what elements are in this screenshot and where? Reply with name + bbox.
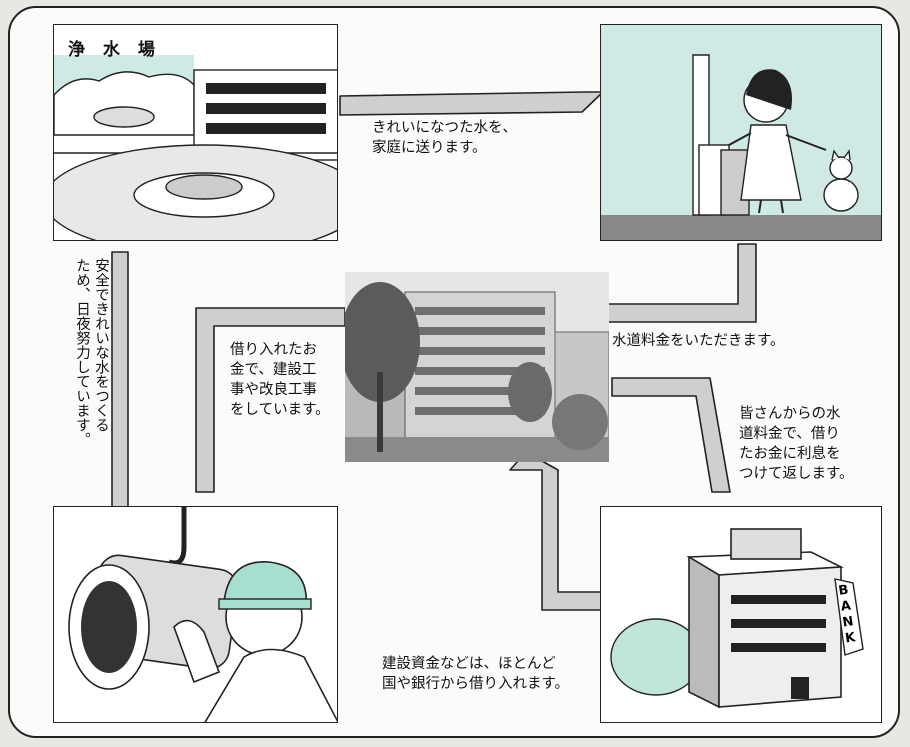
household-illustration xyxy=(601,25,881,240)
bank-panel: B A N K xyxy=(600,506,882,723)
office-building-photo xyxy=(345,272,609,462)
arrow-water-fee xyxy=(602,243,757,323)
bank-illustration xyxy=(610,528,864,709)
waterworks-office-photo xyxy=(345,272,609,462)
caption-water-fee: 水道料金をいただきます。 xyxy=(612,333,785,349)
arrow-safe-water xyxy=(111,251,129,509)
purification-plant-illustration xyxy=(54,55,337,240)
arrow-to-bank xyxy=(611,377,731,493)
caption-borrow: 建設資金などは、ほとんど 国や銀行から借り入れます。 xyxy=(382,656,570,692)
household-panel xyxy=(600,24,882,241)
caption-repay: 皆さんからの水 道料金で、借り たお金に利息を つけて返します。 xyxy=(739,406,854,482)
caption-safe-water: 安全できれいな水をつくる ため、日夜努力しています。 xyxy=(74,258,109,447)
construction-worker-illustration xyxy=(68,507,337,722)
bank-sign-letter: K xyxy=(844,630,857,647)
caption-send-water: きれいになつた水を、 家庭に送ります。 xyxy=(372,120,517,156)
caption-construction: 借り入れたお 金で、建設工 事や改良工事 をしています。 xyxy=(230,342,330,418)
construction-panel xyxy=(53,506,338,723)
purification-plant-panel: 浄 水 場 xyxy=(53,24,338,241)
arrow-to-household xyxy=(339,91,604,116)
purification-plant-title: 浄 水 場 xyxy=(68,40,161,60)
arrow-borrow xyxy=(509,451,603,611)
